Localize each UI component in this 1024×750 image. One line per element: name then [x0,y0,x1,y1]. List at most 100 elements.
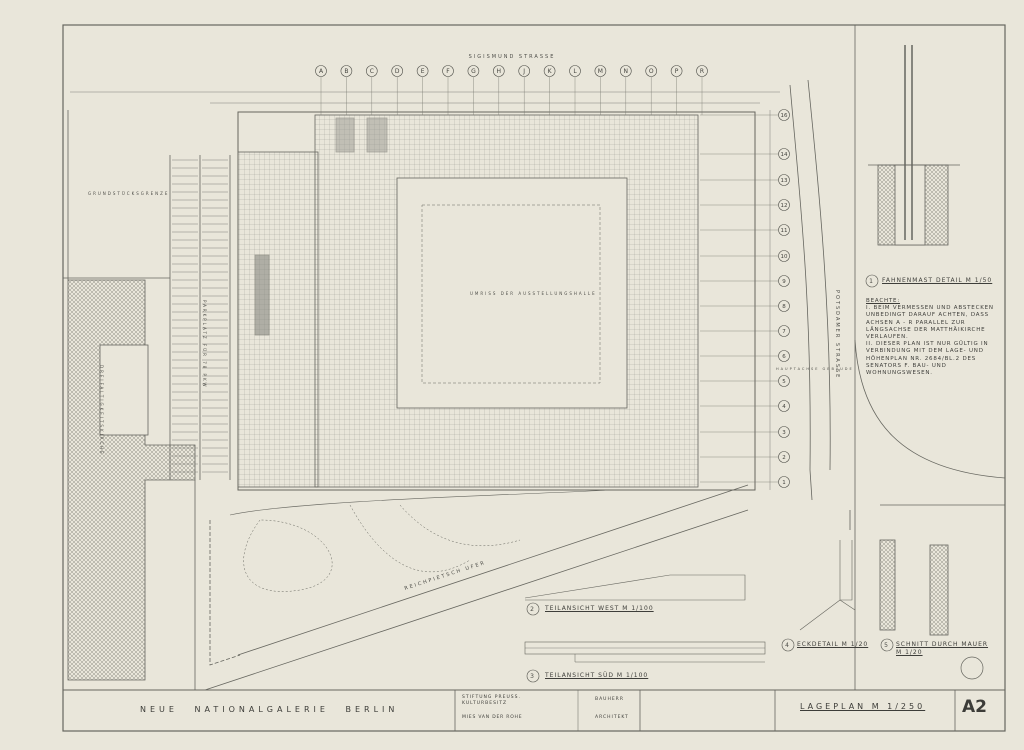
svg-text:4: 4 [782,404,786,410]
grid-axis-6: 6 [700,350,790,362]
detail-label-1: FAHNENMAST DETAIL M 1/50 [882,277,993,284]
street-north-label: SIGISMUND STRASSE [469,54,556,60]
svg-text:16: 16 [781,113,788,119]
svg-text:1: 1 [782,480,786,486]
grid-axis-4: 4 [700,400,790,412]
grid-axis-14: 14 [700,148,790,160]
grid-axis-R: R [696,65,708,115]
client: STIFTUNG PREUSS. KULTURBESITZ [462,695,521,706]
grid-axis-11: 11 [700,224,790,236]
neighbor-building [67,279,196,681]
svg-text:12: 12 [781,203,788,209]
detail-label-3: TEILANSICHT SÜD M 1/100 [545,672,649,679]
sheet-number: A2 [962,697,987,717]
svg-text:R: R [700,68,704,75]
detail-number-5: 5 [880,638,894,652]
grid-axis-3: 3 [700,426,790,438]
svg-text:10: 10 [781,254,788,260]
notes-heading: BEACHTE: [866,298,900,304]
svg-text:3: 3 [530,673,536,680]
project-title: NEUE NATIONALGALERIE BERLIN [140,705,399,714]
svg-text:9: 9 [782,279,786,285]
svg-text:K: K [548,68,553,75]
exhibition-hall-outline [396,177,628,409]
grid-axis-L: L [569,65,581,115]
svg-text:7: 7 [782,329,786,335]
reichpietsch-ufer-curb [204,509,749,691]
detail-number-1: 1 [865,274,879,288]
grid-axis-N: N [619,65,632,115]
detail-number-3: 3 [526,669,540,683]
grid-axis-D: D [391,65,404,115]
detail-number-2: 2 [526,602,540,616]
grid-axis-1: 1 [700,476,790,488]
svg-text:6: 6 [782,354,786,360]
svg-text:2: 2 [530,606,536,613]
svg-text:L: L [573,68,577,75]
svg-text:2: 2 [782,455,786,461]
grid-axis-8: 8 [700,300,790,312]
detail-label-4: ECKDETAIL M 1/20 [797,641,869,648]
svg-text:D: D [395,68,400,75]
grid-axis-9: 9 [700,275,790,287]
note-item: I. BEIM VERMESSEN UND ABSTECKEN UNBEDING… [866,305,994,341]
grid-axis-5: 5 [700,375,790,387]
svg-text:14: 14 [781,152,788,158]
architect: MIES VAN DER ROHE [462,715,523,720]
grid-axis-2: 2 [700,451,790,463]
grid-axis-H: H [492,65,505,115]
potsdamer-strasse-curb [789,84,813,501]
note-item: II. DIESER PLAN IST NUR GÜLTIG IN VERBIN… [866,341,989,377]
detail-label-5: SCHNITT DURCH MAUER M 1/20 [896,641,989,656]
plan-label: GRUNDSTÜCKSGRENZE [88,191,169,196]
grid-axis-13: 13 [700,174,790,186]
grid-axis-P: P [670,65,683,115]
grid-axis-C: C [365,65,378,115]
svg-text:A: A [319,68,324,75]
grid-axis-12: 12 [700,199,790,211]
grid-axis-J: J [518,65,531,115]
svg-text:1: 1 [869,278,875,285]
svg-text:B: B [344,68,348,75]
plan-label: DREIFALTIGKEITSKIRCHE [99,365,104,456]
grid-axis-K: K [543,65,556,115]
svg-text:M: M [598,68,603,75]
svg-text:13: 13 [781,178,788,184]
svg-text:G: G [471,68,476,75]
svg-text:5: 5 [782,379,786,385]
svg-text:F: F [446,68,450,75]
plan-label: PARKPLATZ FÜR 78 PKW [202,300,207,388]
grid-axis-10: 10 [700,250,790,262]
grid-axis-O: O [645,65,658,115]
svg-text:C: C [370,68,374,75]
svg-text:E: E [421,68,425,75]
drawing-title: LAGEPLAN M 1/250 [800,702,926,711]
svg-text:J: J [522,68,525,75]
notes-block: BEACHTE: I. BEIM VERMESSEN UND ABSTECKEN… [866,298,1001,377]
svg-text:H: H [497,68,502,75]
client-role: BAUHERR [595,697,624,702]
svg-text:11: 11 [781,228,788,234]
plan-label: HAUPTACHSE GEBÄUDE [776,366,854,371]
svg-text:5: 5 [884,642,890,649]
terrace-podium [237,151,319,488]
svg-text:N: N [624,68,629,75]
svg-text:4: 4 [785,642,791,649]
grid-axis-16: 16 [700,109,790,121]
grid-axis-B: B [340,65,353,115]
grid-axis-M: M [594,65,607,115]
detail-label-2: TEILANSICHT WEST M 1/100 [545,605,654,612]
svg-text:P: P [675,68,679,75]
grid-axis-G: G [467,65,480,115]
grid-axis-7: 7 [700,325,790,337]
svg-text:8: 8 [782,304,786,310]
svg-text:O: O [649,68,654,75]
street-east-label: POTSDAMER STRASSE [834,290,840,379]
plan-label: UMRISS DER AUSSTELLUNGSHALLE [470,291,597,296]
svg-text:3: 3 [782,430,786,436]
title-block [62,689,1006,732]
grid-axis-E: E [416,65,429,115]
detail-number-4: 4 [781,638,795,652]
grid-axis-A: A [315,65,327,115]
